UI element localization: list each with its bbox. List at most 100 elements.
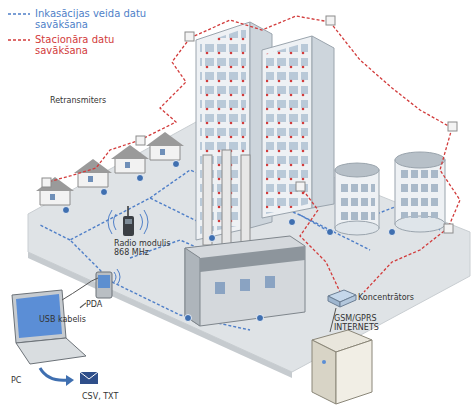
house bbox=[36, 132, 184, 205]
factory bbox=[215, 282, 225, 294]
file-output bbox=[40, 368, 98, 386]
apartment-building bbox=[196, 22, 334, 240]
fixed-route bbox=[190, 16, 330, 38]
pda-device bbox=[98, 275, 110, 288]
concentrator bbox=[340, 295, 356, 307]
file-output bbox=[80, 372, 98, 379]
legend-text: Stacionāra datu savākšana bbox=[35, 34, 165, 56]
radio-module-node: Radio modulis 868 MHz bbox=[112, 203, 174, 261]
factory bbox=[185, 236, 305, 326]
radio-module bbox=[108, 206, 148, 236]
fixed-route bbox=[300, 186, 340, 292]
retransmitter bbox=[326, 16, 335, 25]
radio-module bbox=[127, 206, 129, 216]
server bbox=[312, 340, 336, 404]
meter bbox=[289, 219, 296, 226]
round-building bbox=[395, 216, 445, 232]
apartment-building bbox=[266, 42, 308, 214]
factory bbox=[222, 150, 231, 245]
house bbox=[111, 145, 149, 159]
server bbox=[322, 360, 326, 364]
ground-platform bbox=[28, 122, 470, 372]
file-output bbox=[80, 372, 98, 384]
retransmitter bbox=[136, 136, 145, 145]
round-building bbox=[335, 170, 379, 228]
round-building bbox=[395, 152, 445, 168]
fixed-route bbox=[48, 140, 140, 182]
round-building bbox=[335, 152, 445, 235]
network-label: GSM/GPRS INTERNETS bbox=[334, 314, 404, 332]
node-label: Koncentrātors bbox=[358, 293, 418, 302]
house bbox=[50, 194, 55, 200]
round-building bbox=[335, 163, 379, 177]
cable-connector bbox=[80, 303, 86, 308]
meter bbox=[257, 315, 264, 322]
node-label: PDA bbox=[86, 300, 116, 309]
edge-label: USB kabelis bbox=[39, 315, 86, 324]
node-label: Radio modulis 868 MHz bbox=[114, 239, 174, 257]
radio-module bbox=[125, 219, 132, 224]
legend-sample bbox=[8, 39, 30, 41]
factory bbox=[185, 150, 305, 326]
round-building bbox=[339, 178, 375, 222]
laptop bbox=[12, 278, 98, 364]
pda-device bbox=[96, 272, 112, 298]
meter bbox=[173, 161, 180, 168]
legend-sample bbox=[8, 14, 30, 40]
meter bbox=[185, 315, 192, 322]
fixed-route bbox=[440, 128, 460, 228]
factory bbox=[203, 155, 212, 245]
house bbox=[125, 162, 130, 168]
node-label: PC bbox=[11, 376, 41, 385]
retransmitter bbox=[42, 178, 51, 187]
house bbox=[36, 177, 74, 191]
legend-text: Inkasācijas veida datu savākšana bbox=[35, 8, 155, 30]
meter bbox=[209, 235, 216, 242]
concentrator bbox=[328, 296, 340, 307]
factory bbox=[265, 276, 275, 288]
retransmitter-label: Retransmiters bbox=[50, 96, 130, 105]
fixed-route bbox=[140, 38, 190, 140]
meter bbox=[63, 207, 70, 214]
pc-node: PC bbox=[5, 288, 80, 388]
house bbox=[74, 159, 112, 173]
house bbox=[160, 149, 165, 155]
file-output bbox=[66, 375, 74, 386]
fixed-route bbox=[364, 228, 448, 292]
house bbox=[146, 132, 184, 146]
pda-device bbox=[96, 269, 120, 298]
factory bbox=[241, 155, 250, 245]
retransmitter bbox=[185, 32, 194, 41]
pda-device bbox=[114, 269, 120, 285]
radio-module bbox=[108, 210, 148, 234]
round-building bbox=[335, 221, 379, 235]
meter bbox=[389, 229, 396, 236]
legend-sample bbox=[8, 13, 30, 15]
laptop bbox=[16, 338, 86, 364]
round-building bbox=[399, 168, 441, 218]
factory bbox=[240, 279, 250, 291]
file-format-label: CSV, TXT bbox=[82, 392, 142, 401]
fixed-route bbox=[48, 16, 460, 292]
mobile-route bbox=[40, 225, 70, 240]
retransmitter bbox=[296, 182, 305, 191]
ground-platform bbox=[28, 122, 470, 378]
retransmitter bbox=[448, 122, 457, 131]
fixed-route bbox=[330, 22, 452, 128]
apartment-building bbox=[312, 36, 334, 208]
factory bbox=[200, 246, 305, 272]
round-building bbox=[395, 160, 445, 224]
meter bbox=[63, 161, 396, 322]
house bbox=[88, 176, 93, 182]
laptop bbox=[62, 278, 98, 300]
apartment-building bbox=[262, 36, 312, 218]
file-output bbox=[40, 368, 68, 380]
concentrator bbox=[328, 290, 356, 307]
pda-node: PDA bbox=[86, 268, 118, 312]
retransmitter bbox=[42, 16, 457, 233]
factory bbox=[185, 248, 200, 326]
meter bbox=[327, 229, 334, 236]
concentrator-node: Koncentrātors bbox=[326, 288, 416, 306]
